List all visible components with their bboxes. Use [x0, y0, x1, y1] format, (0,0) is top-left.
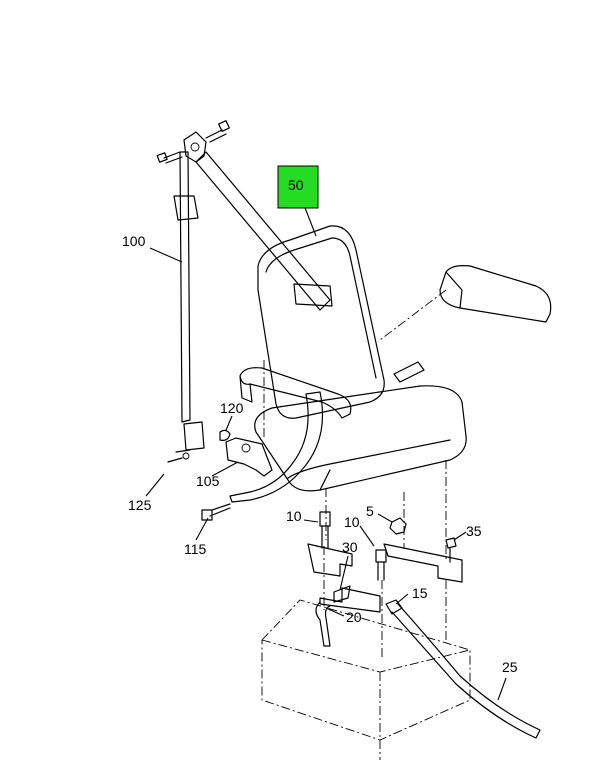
callout-100[interactable]: 100 [122, 233, 146, 249]
callout-labels: 100 50 120 105 125 115 10 10 5 35 30 15 … [122, 177, 518, 675]
callout-5[interactable]: 5 [366, 503, 374, 519]
callout-50[interactable]: 50 [288, 177, 304, 193]
callout-105[interactable]: 105 [196, 473, 220, 489]
callout-125[interactable]: 125 [128, 497, 152, 513]
seat-belt-retractor [167, 151, 205, 463]
callout-20[interactable]: 20 [346, 609, 362, 625]
callout-120[interactable]: 120 [220, 400, 244, 416]
callout-10-left[interactable]: 10 [286, 508, 302, 524]
callout-115[interactable]: 115 [184, 541, 207, 557]
upper-anchor-hardware [156, 120, 230, 164]
callout-30[interactable]: 30 [342, 539, 358, 555]
seat-assembly [201, 225, 552, 521]
leader-lines [145, 199, 507, 701]
callout-35[interactable]: 35 [466, 523, 482, 539]
callout-10-right[interactable]: 10 [344, 514, 360, 530]
shoulder-belt [195, 151, 333, 311]
callout-15[interactable]: 15 [412, 585, 428, 601]
callout-25[interactable]: 25 [502, 659, 518, 675]
highlight-box [277, 165, 319, 209]
seat-base-hardware [261, 360, 541, 760]
